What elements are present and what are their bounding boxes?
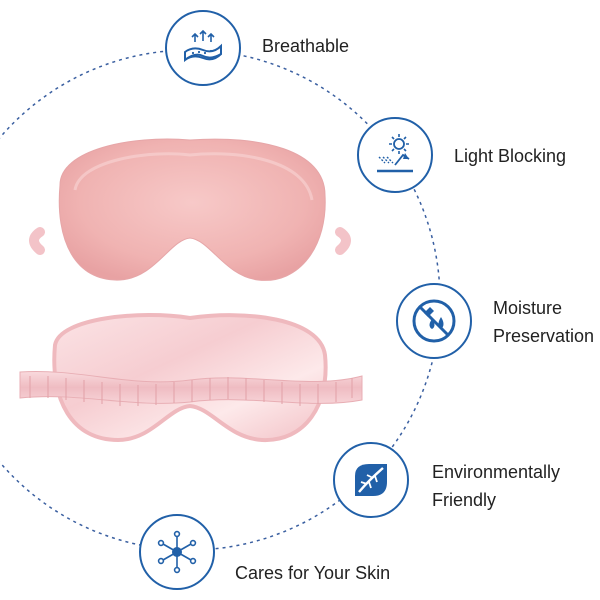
- light-blocking-icon: [357, 117, 433, 193]
- skin-care-icon: [139, 514, 215, 590]
- breathable-icon: [165, 10, 241, 86]
- feature-label: Moisture Preservation: [493, 298, 595, 346]
- feature-label: Cares for Your Skin: [235, 563, 391, 583]
- satin-eye-mask: [19, 313, 363, 443]
- feature-label: Environmentally Friendly: [432, 462, 561, 510]
- feature-label: Breathable: [262, 36, 350, 56]
- environmentally-friendly-icon: [333, 442, 409, 518]
- moisture-preservation-icon: [396, 283, 472, 359]
- plush-eye-mask: [29, 138, 351, 281]
- feature-label: Light Blocking: [454, 146, 567, 166]
